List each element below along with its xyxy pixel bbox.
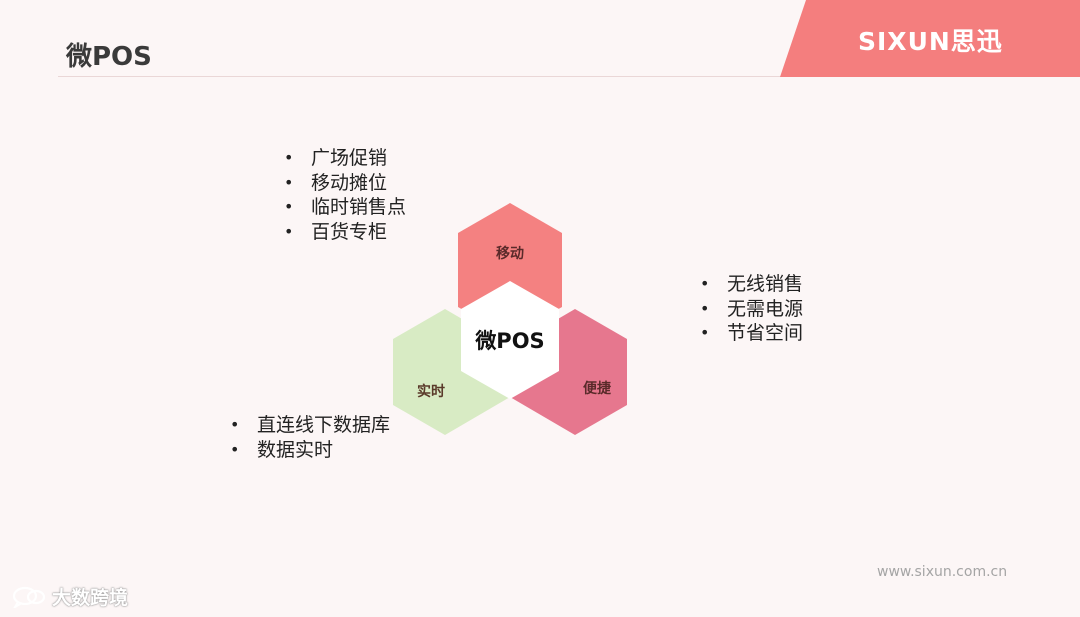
- list-item: 节省空间: [700, 321, 803, 346]
- list-item: 无线销售: [700, 272, 803, 297]
- hexagon-right-label: 便捷: [583, 380, 612, 397]
- hexagon-center-label: 微POS: [474, 329, 544, 353]
- list-item: 数据实时: [230, 438, 390, 463]
- brand-banner: [780, 0, 1080, 77]
- brand-logo: SIXUN思迅: [858, 27, 1003, 56]
- hexagon-top-label: 移动: [496, 245, 524, 262]
- slide-title: 微POS: [66, 42, 152, 72]
- list-item: 直连线下数据库: [230, 413, 390, 438]
- website-url: www.sixun.com.cn: [877, 564, 1008, 580]
- hexagon-left-label: 实时: [417, 383, 445, 400]
- bullet-list-right: 无线销售 无需电源 节省空间: [700, 272, 803, 346]
- bullet-list-top: 广场促销 移动摊位 临时销售点 百货专柜: [284, 146, 406, 244]
- speech-bubble-icon: [12, 586, 46, 610]
- title-divider: [58, 76, 782, 77]
- watermark: 大数跨境: [12, 583, 128, 610]
- list-item: 无需电源: [700, 297, 803, 322]
- list-item: 移动摊位: [284, 171, 406, 196]
- list-item: 临时销售点: [284, 195, 406, 220]
- bullet-list-bottom: 直连线下数据库 数据实时: [230, 413, 390, 462]
- watermark-text: 大数跨境: [52, 587, 129, 609]
- list-item: 广场促销: [284, 146, 406, 171]
- hexagon-center: [461, 281, 559, 399]
- list-item: 百货专柜: [284, 220, 406, 245]
